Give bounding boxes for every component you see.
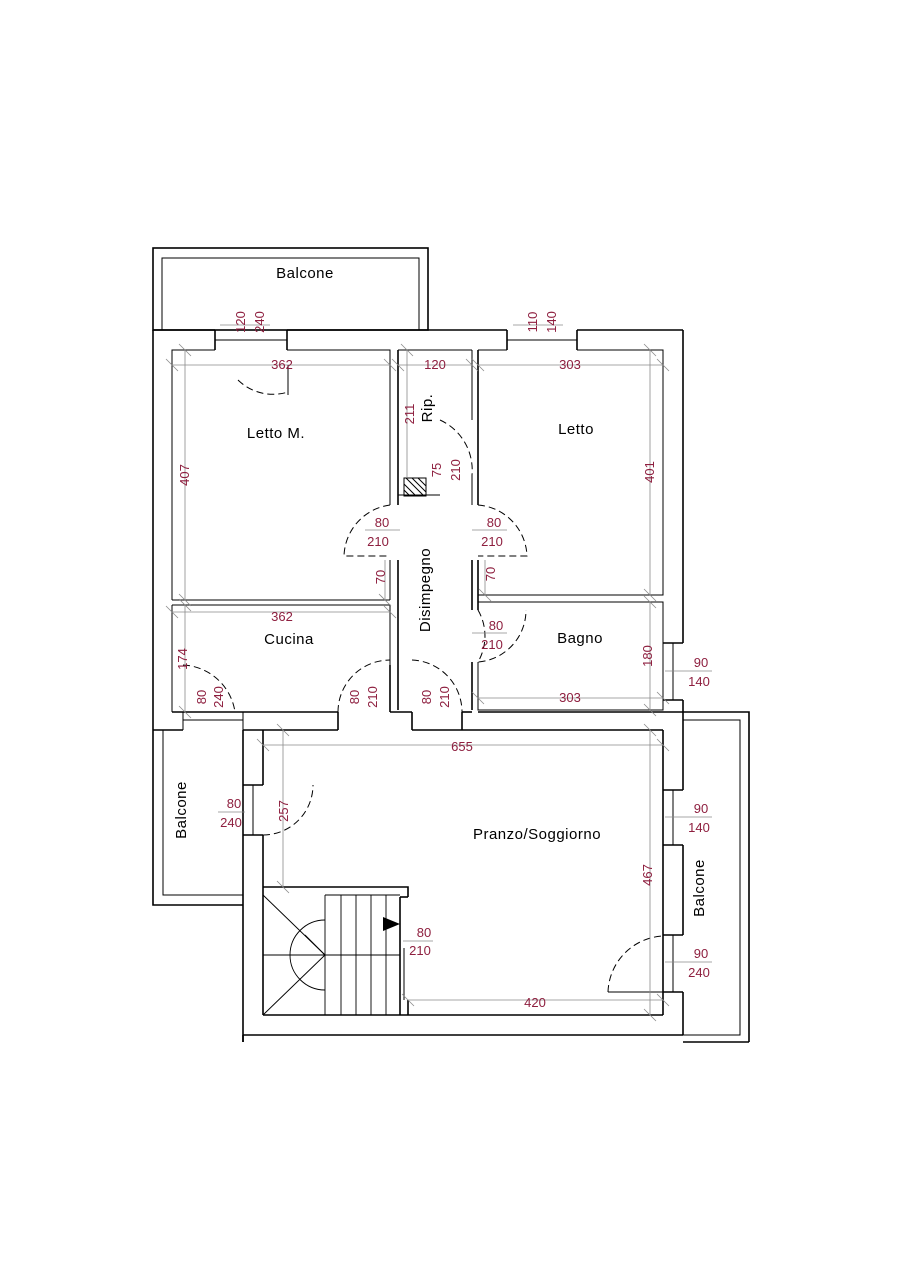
dim-text: 75: [429, 463, 444, 477]
dim-text: 420: [524, 995, 546, 1010]
dim-text: 210: [409, 943, 431, 958]
duct: [403, 477, 427, 497]
dim-text: 655: [451, 739, 473, 754]
balcone-top-outer: [152, 247, 429, 331]
dim-text: 90: [694, 946, 708, 961]
label-letto: Letto: [558, 421, 594, 438]
dim-text: 90: [694, 655, 708, 670]
dim-text: 80: [487, 515, 501, 530]
dim-text: 80: [419, 690, 434, 704]
door-rip-swing: [439, 419, 473, 476]
bagno-inner: [477, 601, 664, 711]
label-letto-m: Letto M.: [247, 425, 305, 442]
balcone-right-outer: [683, 711, 750, 1042]
dim-text: 210: [437, 686, 452, 708]
dim-text: 211: [402, 404, 417, 425]
dim-text: 303: [559, 690, 581, 705]
dim-text: 174: [175, 648, 190, 670]
label-pranzo-soggiorno: Pranzo/Soggiorno: [473, 826, 601, 843]
dim-text: 80: [194, 690, 209, 704]
door-swings: [182, 365, 664, 993]
door-cucina-swing: [337, 659, 391, 713]
dim-text: 210: [365, 686, 380, 708]
dim-text: 80: [417, 925, 431, 940]
door-letto-m-swing: [343, 504, 391, 557]
dim-text: 467: [640, 864, 655, 886]
letto-m-inner: [171, 349, 215, 600]
label-balcone-left: Balcone: [173, 781, 190, 839]
dim-text: 70: [373, 570, 388, 584]
dim-text: 240: [211, 686, 226, 708]
stair-direction-arrow-icon: [383, 917, 400, 931]
balcone-right-inner: [683, 719, 741, 1036]
label-balcone-right: Balcone: [691, 859, 708, 917]
dim-text: 362: [271, 609, 293, 624]
dim-text: 240: [220, 815, 242, 830]
dim-text: 80: [347, 690, 362, 704]
label-bagno: Bagno: [557, 630, 603, 647]
dim-text: 257: [276, 800, 291, 822]
dim-text: 140: [544, 311, 559, 333]
dim-text: 210: [481, 637, 503, 652]
dim-text: 110: [525, 312, 540, 333]
letto-m-inner: [287, 349, 391, 505]
door-bagno-swing: [477, 609, 527, 663]
room-labels: Balcone Letto M. Rip. Letto Disimpegno C…: [173, 265, 708, 917]
dim-text: 120: [233, 311, 248, 333]
dim-text: 70: [483, 567, 498, 581]
pranzo-balcony-door-swing: [607, 935, 664, 993]
dim-text: 210: [367, 534, 389, 549]
letto-inner: [478, 349, 664, 596]
dim-text: 140: [688, 820, 710, 835]
balcone-left-outer: [152, 730, 243, 906]
label-cucina: Cucina: [264, 631, 314, 648]
stair-north-wall: [263, 886, 409, 897]
dimension-labels: 120 240 110 140 362 120 303 407 211 75 2…: [175, 311, 710, 1010]
door-pranzo-swing: [411, 659, 463, 713]
dim-text: 240: [688, 965, 710, 980]
dim-text: 80: [489, 618, 503, 633]
dim-text: 120: [424, 357, 446, 372]
pranzo-left-window-swing: [262, 784, 314, 836]
dim-text: 240: [252, 311, 267, 333]
dim-text: 140: [688, 674, 710, 689]
balcone-left-inner: [162, 730, 243, 896]
dim-text: 401: [642, 461, 657, 483]
dim-text: 80: [227, 796, 241, 811]
walls: [152, 247, 750, 1043]
dim-text: 210: [481, 534, 503, 549]
cucina-window-swing: [182, 664, 236, 713]
dim-text: 210: [448, 459, 463, 481]
dim-text: 407: [177, 464, 192, 486]
label-disimpegno: Disimpegno: [417, 548, 434, 632]
staircase: [262, 894, 400, 1016]
dimension-lines: [165, 324, 712, 1022]
duct-hatch: [403, 477, 427, 497]
label-rip: Rip.: [419, 394, 436, 423]
label-balcone-top: Balcone: [276, 265, 334, 282]
dim-text: 90: [694, 801, 708, 816]
dim-text: 180: [640, 645, 655, 667]
dim-text: 303: [559, 357, 581, 372]
dim-text: 80: [375, 515, 389, 530]
letto-m-window-swing: [237, 379, 289, 395]
dim-text: 362: [271, 357, 293, 372]
